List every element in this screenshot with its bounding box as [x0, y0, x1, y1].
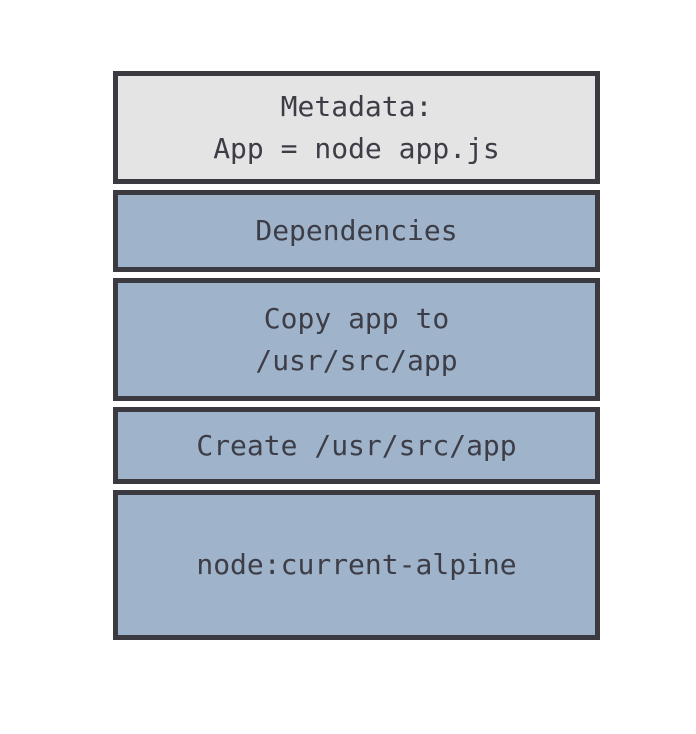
layer-create-dir-line-1: Create /usr/src/app — [196, 428, 517, 462]
layer-base-image: node:current-alpine — [113, 490, 600, 640]
layer-create-dir: Create /usr/src/app — [113, 407, 600, 484]
layer-base-image-line-1: node:current-alpine — [196, 548, 517, 581]
layer-metadata-line-2: App = node app.js — [213, 131, 500, 165]
layer-dependencies: Dependencies — [113, 190, 600, 272]
layer-metadata-line-1: Metadata: — [280, 89, 433, 123]
layer-copy-app: Copy app to /usr/src/app — [113, 278, 600, 401]
layer-copy-app-line-2: /usr/src/app — [255, 343, 458, 377]
layer-metadata: Metadata: App = node app.js — [113, 71, 600, 184]
layer-copy-app-line-1: Copy app to — [263, 301, 450, 335]
layer-dependencies-line-1: Dependencies — [255, 214, 458, 247]
